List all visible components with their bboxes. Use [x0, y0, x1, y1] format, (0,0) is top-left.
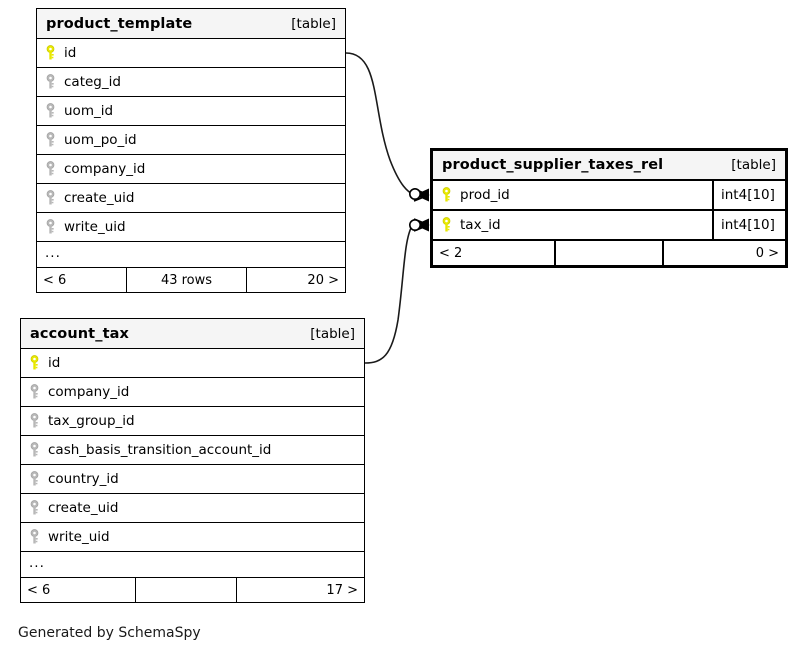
relationship-product-template-to-prod-id [345, 52, 430, 202]
prev-relations-count[interactable]: < 6 [21, 578, 136, 602]
column-name: id [48, 355, 61, 371]
column-name: tax_group_id [48, 413, 135, 429]
table-row[interactable]: uom_id [37, 97, 345, 126]
generated-by-caption: Generated by SchemaSpy [18, 625, 201, 641]
column-type: int4[10] [712, 211, 785, 239]
table-title: product_template [46, 15, 193, 32]
column-name: uom_id [64, 103, 114, 119]
table-title: account_tax [30, 325, 129, 342]
foreign-key-icon [30, 500, 39, 515]
prev-relations-count[interactable]: < 2 [433, 241, 556, 265]
table-footer: < 6 17 > [21, 578, 364, 602]
table-row[interactable]: write_uid [37, 213, 345, 242]
foreign-key-icon [30, 529, 39, 544]
column-name: categ_id [64, 74, 121, 90]
foreign-key-icon [46, 74, 55, 89]
table-row[interactable]: id [37, 39, 345, 68]
row-count: 43 rows [127, 268, 247, 292]
column-type: int4[10] [712, 181, 785, 209]
column-name: company_id [48, 384, 130, 400]
table-title: product_supplier_taxes_rel [442, 157, 664, 173]
table-header-account-tax: account_tax [table] [21, 319, 364, 349]
table-row[interactable]: cash_basis_transition_account_id [21, 436, 364, 465]
table-footer: < 2 0 > [433, 241, 785, 265]
table-row[interactable]: create_uid [37, 184, 345, 213]
table-footer: < 6 43 rows 20 > [37, 268, 345, 292]
column-name: id [64, 45, 77, 61]
primary-key-icon [442, 217, 451, 232]
row-count [556, 241, 664, 265]
foreign-key-icon [46, 161, 55, 176]
column-name: write_uid [48, 529, 110, 545]
column-name: uom_po_id [64, 132, 137, 148]
table-row[interactable]: prod_id int4[10] [433, 181, 785, 211]
table-row[interactable]: id [21, 349, 364, 378]
foreign-key-icon [30, 413, 39, 428]
table-header-product-template: product_template [table] [37, 9, 345, 39]
prev-relations-count[interactable]: < 6 [37, 268, 127, 292]
column-name: cash_basis_transition_account_id [48, 442, 272, 458]
relationship-account-tax-to-tax-id [364, 218, 430, 364]
column-name: write_uid [64, 219, 126, 235]
table-row[interactable]: create_uid [21, 494, 364, 523]
table-row[interactable]: uom_po_id [37, 126, 345, 155]
table-row[interactable]: company_id [21, 378, 364, 407]
next-relations-count[interactable]: 0 > [755, 245, 779, 261]
foreign-key-icon [46, 219, 55, 234]
table-row[interactable]: company_id [37, 155, 345, 184]
column-name: create_uid [64, 190, 135, 206]
table-type-tag: [table] [291, 15, 336, 32]
column-name: company_id [64, 161, 146, 177]
next-relations-count[interactable]: 20 > [307, 272, 339, 288]
row-count [136, 578, 237, 602]
foreign-key-icon [46, 190, 55, 205]
primary-key-icon [30, 355, 39, 370]
table-header-product-supplier-taxes-rel: product_supplier_taxes_rel [table] [433, 151, 785, 181]
next-relations-count[interactable]: 17 > [326, 582, 358, 598]
table-row[interactable]: country_id [21, 465, 364, 494]
foreign-key-icon [30, 471, 39, 486]
table-product-template[interactable]: product_template [table] id [36, 8, 346, 293]
table-product-supplier-taxes-rel[interactable]: product_supplier_taxes_rel [table] prod_… [430, 148, 788, 268]
column-name: tax_id [460, 217, 501, 233]
table-row[interactable]: categ_id [37, 68, 345, 97]
column-name: country_id [48, 471, 119, 487]
table-account-tax[interactable]: account_tax [table] id [20, 318, 365, 603]
foreign-key-icon [46, 103, 55, 118]
primary-key-icon [442, 187, 451, 202]
table-row[interactable]: tax_id int4[10] [433, 211, 785, 241]
foreign-key-icon [30, 384, 39, 399]
table-row[interactable]: write_uid [21, 523, 364, 552]
foreign-key-icon [46, 132, 55, 147]
table-type-tag: [table] [731, 157, 776, 173]
more-columns-indicator: ... [37, 242, 345, 268]
table-row[interactable]: tax_group_id [21, 407, 364, 436]
more-columns-indicator: ... [21, 552, 364, 578]
primary-key-icon [46, 45, 55, 60]
table-type-tag: [table] [310, 325, 355, 342]
column-name: create_uid [48, 500, 119, 516]
foreign-key-icon [30, 442, 39, 457]
column-name: prod_id [460, 187, 510, 203]
